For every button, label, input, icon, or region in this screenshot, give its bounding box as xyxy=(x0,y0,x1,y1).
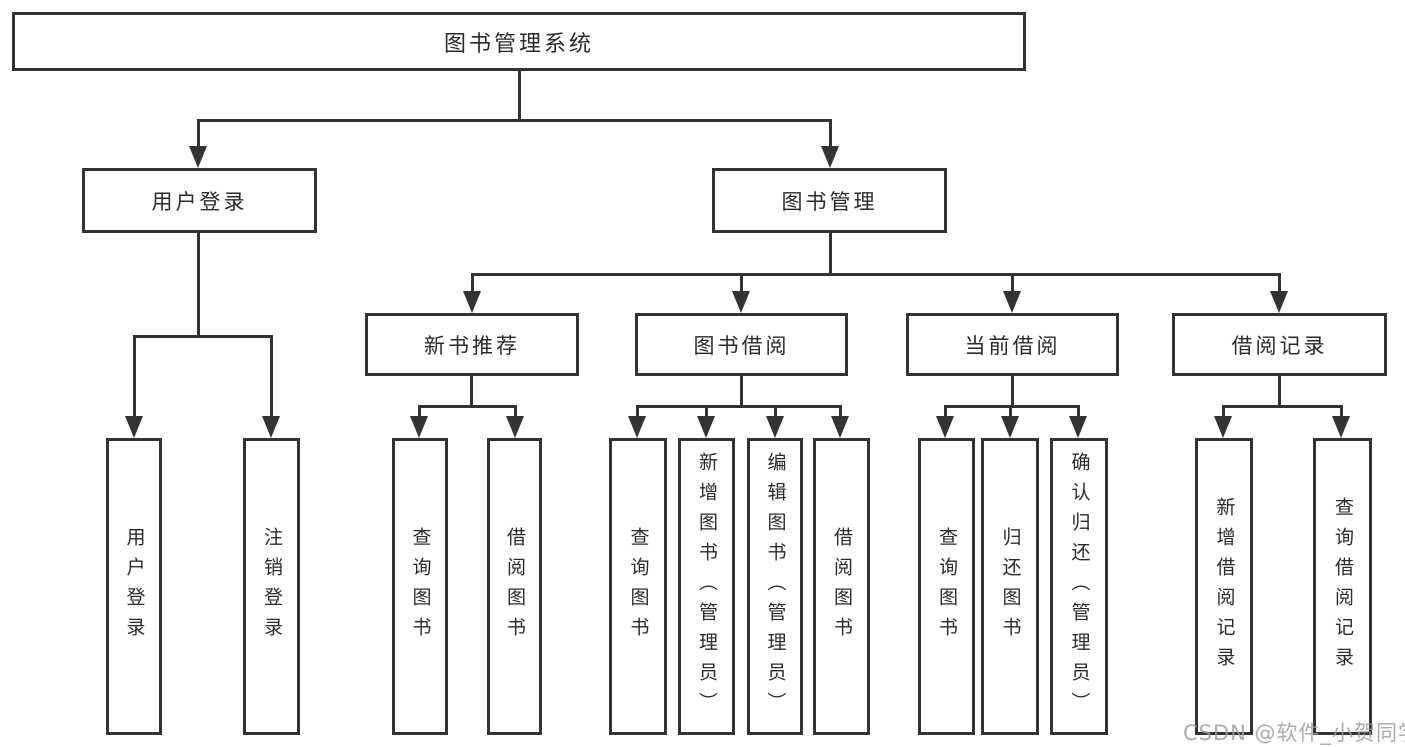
arrow-down-icon xyxy=(1332,416,1350,438)
leaf-user-login-label: 用户登录 xyxy=(123,526,146,647)
connector-book-management-stem xyxy=(829,233,832,276)
connector-new-book-stem xyxy=(470,376,473,408)
node-borrow-records: 借阅记录 xyxy=(1172,313,1387,376)
connector-current-borrow-branch xyxy=(944,405,1080,408)
leaf-add-book-admin-label: 新增图书（管理员） xyxy=(696,451,718,722)
node-library-system-label: 图书管理系统 xyxy=(443,31,594,57)
leaf-borrow-book: 借阅图书 xyxy=(813,438,870,735)
arrow-down-icon xyxy=(1214,416,1232,438)
connector-borrow-records-stem xyxy=(1278,376,1281,408)
connector-current-borrow-stem xyxy=(1011,376,1014,408)
connector-book-borrow-stem xyxy=(740,376,743,408)
connector-user-login-stem xyxy=(197,233,200,338)
connector-drop-book-management xyxy=(829,119,832,147)
arrow-down-icon xyxy=(732,291,750,313)
arrow-down-icon xyxy=(1069,416,1087,438)
arrow-down-icon xyxy=(628,416,646,438)
connector-drop-borrow-records xyxy=(1278,273,1281,293)
leaf-recommend-borrow-book-label: 借阅图书 xyxy=(504,526,526,647)
leaf-logout: 注销登录 xyxy=(243,438,300,735)
node-user-login-label: 用户登录 xyxy=(151,189,248,214)
connector-drop xyxy=(1340,405,1343,417)
node-book-management-label: 图书管理 xyxy=(781,189,878,214)
connector-drop-leaf-logout xyxy=(270,335,273,417)
connector-drop-leaf-user-login xyxy=(133,335,136,417)
connector-level3-branch xyxy=(471,273,1281,276)
leaf-confirm-return-admin: 确认归还（管理员） xyxy=(1050,438,1108,735)
connector-drop-new-book xyxy=(471,273,474,293)
connector-level2-branch xyxy=(197,119,832,122)
arrow-down-icon xyxy=(1001,416,1019,438)
node-current-borrow: 当前借阅 xyxy=(906,313,1119,376)
leaf-recommend-query-book: 查询图书 xyxy=(392,438,448,735)
connector-drop-user-login xyxy=(197,119,200,147)
leaf-return-book: 归还图书 xyxy=(981,438,1039,735)
leaf-add-borrow-record-label: 新增借阅记录 xyxy=(1213,496,1236,677)
leaf-recommend-query-book-label: 查询图书 xyxy=(409,526,432,647)
connector-borrow-records-branch xyxy=(1222,405,1343,408)
arrow-down-icon xyxy=(766,416,784,438)
csdn-watermark: CSDN @软件_小贺同学 xyxy=(1183,721,1405,745)
node-library-system: 图书管理系统 xyxy=(12,12,1026,71)
arrow-down-icon xyxy=(697,416,715,438)
leaf-borrow-query-book: 查询图书 xyxy=(609,438,667,735)
connector-user-login-branch xyxy=(133,335,273,338)
node-current-borrow-label: 当前借阅 xyxy=(964,333,1061,358)
arrow-down-icon xyxy=(1003,291,1021,313)
arrow-down-icon xyxy=(1270,291,1288,313)
leaf-current-query-book-label: 查询图书 xyxy=(936,526,958,647)
node-user-login: 用户登录 xyxy=(82,168,317,233)
arrow-down-icon xyxy=(506,416,524,438)
connector-drop xyxy=(774,405,777,417)
leaf-confirm-return-admin-label: 确认归还（管理员） xyxy=(1068,451,1091,722)
node-new-book-recommend: 新书推荐 xyxy=(365,313,579,376)
leaf-logout-label: 注销登录 xyxy=(261,526,283,647)
node-borrow-records-label: 借阅记录 xyxy=(1231,333,1328,358)
connector-drop xyxy=(705,405,708,417)
node-book-borrow-label: 图书借阅 xyxy=(693,333,790,358)
leaf-add-book-admin: 新增图书（管理员） xyxy=(678,438,735,735)
arrow-down-icon xyxy=(936,416,954,438)
leaf-edit-book-admin-label: 编辑图书（管理员） xyxy=(764,451,787,722)
connector-drop xyxy=(944,405,947,417)
leaf-return-book-label: 归还图书 xyxy=(999,526,1022,647)
leaf-borrow-query-book-label: 查询图书 xyxy=(627,526,650,647)
connector-drop xyxy=(514,405,517,417)
connector-root-stem xyxy=(518,71,521,122)
arrow-down-icon xyxy=(262,416,280,438)
leaf-query-borrow-record: 查询借阅记录 xyxy=(1313,438,1372,735)
connector-drop xyxy=(839,405,842,417)
leaf-user-login: 用户登录 xyxy=(106,438,162,735)
connector-new-book-branch xyxy=(418,405,517,408)
leaf-edit-book-admin: 编辑图书（管理员） xyxy=(747,438,803,735)
leaf-add-borrow-record: 新增借阅记录 xyxy=(1195,438,1253,735)
arrow-down-icon xyxy=(410,416,428,438)
arrow-down-icon xyxy=(821,146,839,168)
leaf-borrow-book-label: 借阅图书 xyxy=(831,526,853,647)
leaf-query-borrow-record-label: 查询借阅记录 xyxy=(1332,496,1354,677)
connector-drop xyxy=(418,405,421,417)
arrow-down-icon xyxy=(125,416,143,438)
connector-drop xyxy=(1077,405,1080,417)
leaf-recommend-borrow-book: 借阅图书 xyxy=(487,438,542,735)
arrow-down-icon xyxy=(831,416,849,438)
connector-drop xyxy=(1009,405,1012,417)
connector-drop xyxy=(636,405,639,417)
connector-drop xyxy=(1222,405,1225,417)
node-book-borrow: 图书借阅 xyxy=(635,313,848,376)
connector-book-borrow-branch xyxy=(636,405,842,408)
node-book-management: 图书管理 xyxy=(712,168,947,233)
connector-drop-current-borrow xyxy=(1011,273,1014,293)
arrow-down-icon xyxy=(189,146,207,168)
leaf-current-query-book: 查询图书 xyxy=(918,438,975,735)
arrow-down-icon xyxy=(463,291,481,313)
connector-drop-book-borrow xyxy=(740,273,743,293)
node-new-book-recommend-label: 新书推荐 xyxy=(424,333,520,358)
